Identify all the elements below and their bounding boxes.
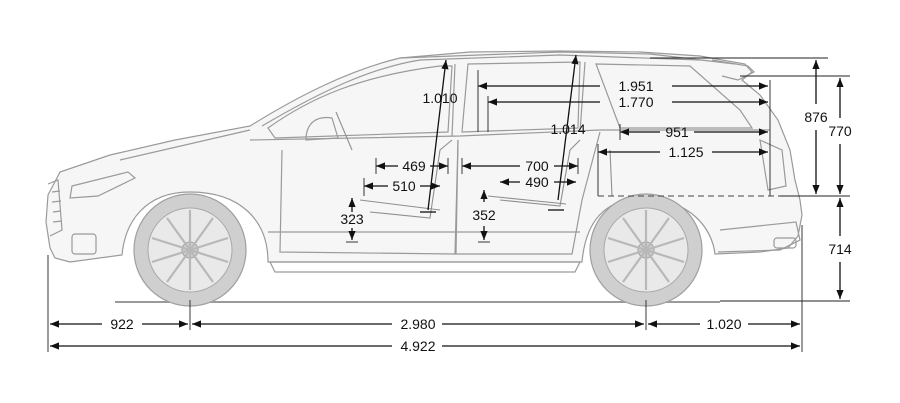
c-pillar	[579, 61, 586, 133]
roof-line	[261, 54, 701, 127]
second-row-cushion	[487, 195, 567, 205]
steering-column	[335, 111, 353, 151]
dimension-labels: 922 2.980 1.020 4.922 1.010 1.014 469 51…	[110, 78, 852, 354]
hood-line	[119, 129, 251, 161]
front-grille	[47, 179, 63, 237]
label-load-length-1125: 1.125	[668, 144, 703, 160]
second-row-seat	[499, 139, 581, 207]
label-rear-height-876: 876	[804, 109, 828, 125]
grille-bars	[51, 190, 63, 223]
exhaust	[773, 237, 797, 249]
label-rear-overhang: 1.020	[706, 316, 741, 332]
front-wheel	[133, 193, 247, 307]
label-front-overhang: 922	[110, 316, 134, 332]
rear-wheel	[589, 193, 703, 307]
label-seat-depth-front: 510	[392, 178, 416, 194]
label-legroom-front: 469	[402, 158, 426, 174]
label-load-length-951: 951	[665, 124, 689, 140]
fog-light	[71, 233, 97, 255]
rear-spoiler	[711, 59, 756, 81]
label-rear-height-770: 770	[828, 123, 852, 139]
roof-rail	[399, 51, 736, 65]
label-wheelbase: 2.980	[400, 316, 435, 332]
rear-quarter-window	[595, 63, 754, 129]
rear-door-window	[461, 61, 581, 133]
label-seat-height-front: 323	[340, 211, 364, 227]
taillight	[759, 138, 787, 191]
label-seat-depth-second-row: 490	[525, 174, 549, 190]
car-side-view	[45, 50, 803, 307]
label-headroom-second-row: 1.014	[550, 121, 585, 137]
rear-bumper	[717, 221, 801, 253]
label-overall-length: 4.922	[400, 338, 435, 354]
rear-door	[455, 131, 601, 255]
belt-line	[249, 129, 770, 141]
b-pillar	[451, 63, 456, 137]
label-headroom-front: 1.010	[422, 90, 457, 106]
front-seat-cushion	[359, 199, 441, 211]
label-load-length-1951: 1.951	[618, 78, 653, 94]
label-legroom-second-row: 700	[525, 158, 549, 174]
label-seat-height-second-row: 352	[472, 207, 496, 223]
side-mirror	[305, 116, 339, 141]
label-load-length-1770: 1.770	[618, 94, 653, 110]
side-sill	[269, 261, 581, 273]
third-row-seat	[609, 149, 613, 197]
dimension-lines	[47, 54, 850, 352]
label-rear-sill-height: 714	[828, 241, 852, 257]
headlight	[69, 171, 137, 199]
